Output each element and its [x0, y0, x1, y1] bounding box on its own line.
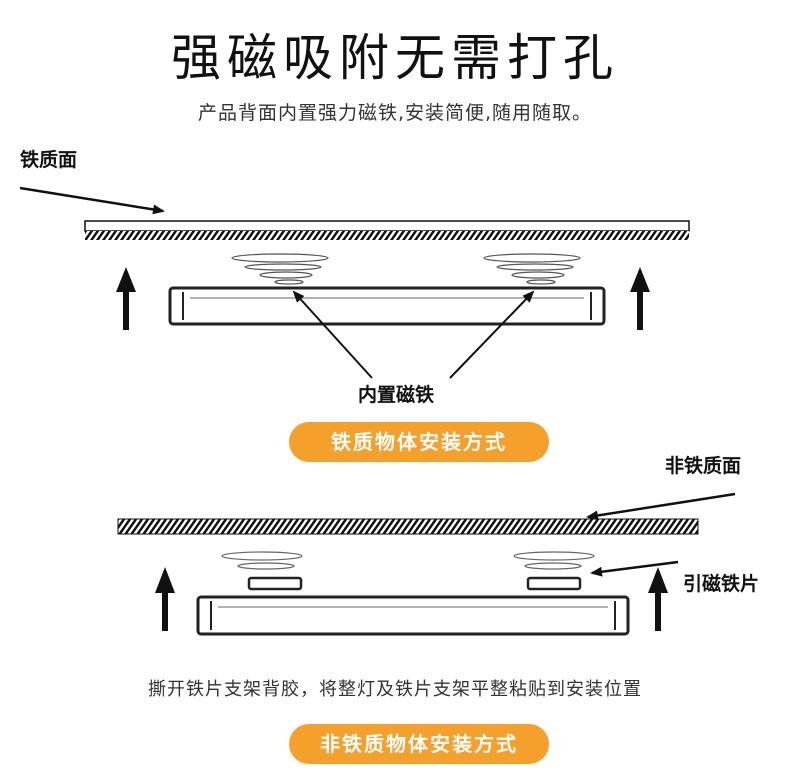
magnetic-field-bottom-right-icon — [513, 551, 595, 570]
iron-surface-pointer-arrow — [19, 186, 165, 215]
magnetic-field-bottom-left-icon — [221, 551, 303, 570]
non-iron-install-caption: 非铁质物体安装方式 — [289, 724, 549, 764]
up-arrow-right-icon — [630, 267, 650, 330]
magnetic-field-right-icon — [483, 253, 581, 285]
iron-plate-left — [247, 576, 303, 591]
iron-plate-right — [526, 576, 582, 591]
page-subtitle: 产品背面内置强力磁铁,安装简便,随用随取。 — [197, 102, 593, 124]
iron-plate-label: 引磁铁片 — [683, 573, 760, 595]
up-arrow-bottom-left-icon — [155, 567, 175, 631]
iron-surface — [84, 220, 690, 240]
magnet-pointer-left — [292, 290, 373, 379]
iron-install-caption: 铁质物体安装方式 — [289, 422, 549, 462]
page-title: 强磁吸附无需打孔 — [171, 29, 619, 87]
iron-plate-pointer-arrow — [590, 560, 679, 577]
iron-surface-label: 铁质面 — [20, 149, 78, 171]
magnetic-field-left-icon — [231, 253, 329, 285]
non-iron-surface-label: 非铁质面 — [665, 455, 742, 477]
light-bar-bottom — [196, 595, 630, 636]
non-iron-surface-pointer-arrow — [586, 492, 736, 521]
non-iron-surface — [117, 518, 699, 535]
up-arrow-bottom-right-icon — [648, 567, 668, 631]
built-in-magnet-label: 内置磁铁 — [358, 384, 435, 406]
light-bar-top — [168, 286, 606, 326]
magnet-pointer-right — [449, 290, 535, 379]
install-instruction: 撕开铁片支架背胶，将整灯及铁片支架平整粘贴到安装位置 — [148, 679, 642, 700]
up-arrow-left-icon — [116, 267, 136, 330]
